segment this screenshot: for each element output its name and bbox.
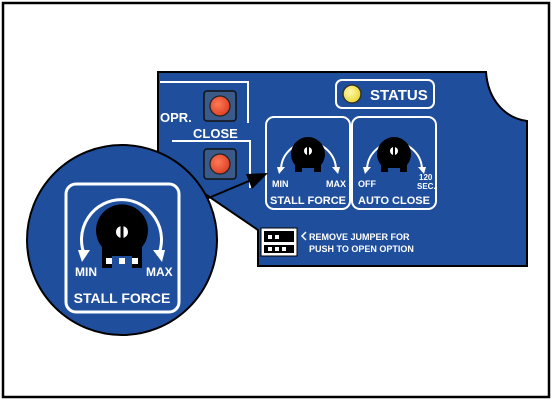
auto-close-max-label: 120 [419,173,433,182]
stall-force-label: STALL FORCE [270,195,346,207]
status-indicator: STATUS [335,79,435,109]
magnified-min-arrow-icon [78,250,90,262]
close-label: CLOSE [193,126,238,141]
auto-close-min-arrow-icon [363,167,371,174]
callout-arrowhead-right-icon [246,173,268,189]
auto-close-label: AUTO CLOSE [358,195,430,207]
status-label: STATUS [370,87,428,104]
status-led-icon [342,84,362,104]
auto-close-pot[interactable]: OFF 120 SEC. AUTO CLOSE [351,116,437,210]
magnified-min-label: MIN [75,265,97,279]
stall-force-min-arrow-icon [277,167,285,174]
jumper-note-line2: PUSH TO OPEN OPTION [309,244,414,254]
opr-label: OPR. [160,110,192,125]
auto-close-max-arrow-icon [418,167,426,174]
magnified-max-label: MAX [146,265,173,279]
stall-force-min-label: MIN [272,179,289,189]
jumper-pointer-icon [300,231,307,241]
auto-close-off-label: OFF [358,179,376,189]
opr-button-group[interactable]: OPR. [160,81,249,125]
close-button-group[interactable]: CLOSE [172,126,251,188]
magnified-max-arrow-icon [153,250,165,262]
close-button[interactable] [209,153,231,175]
magnified-stall-force-pot: MIN MAX STALL FORCE [26,144,218,336]
stall-force-max-arrow-icon [332,167,340,174]
opr-button[interactable] [209,95,231,117]
magnified-stall-force-label: STALL FORCE [74,290,171,306]
auto-close-max-unit-label: SEC. [417,182,436,191]
magnified-range-arc [80,198,163,257]
jumper[interactable] [260,227,298,257]
stall-force-pot[interactable]: MIN MAX STALL FORCE [265,116,351,210]
jumper-note-line1: REMOVE JUMPER FOR [309,232,410,242]
stall-force-max-label: MAX [326,179,346,189]
